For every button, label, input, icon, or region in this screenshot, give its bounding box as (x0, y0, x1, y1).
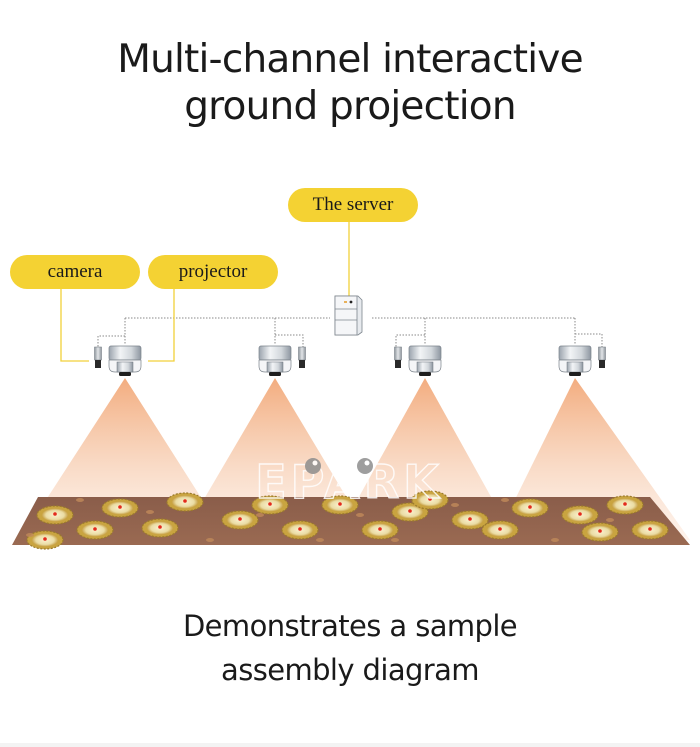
floor-target (166, 492, 204, 512)
floor-target (606, 495, 644, 515)
floor-target (561, 505, 599, 525)
camera-icon (598, 346, 606, 368)
projector-unit-1 (94, 345, 142, 376)
projector-icon (258, 345, 292, 376)
leader-lines (60, 220, 350, 362)
camera-label: camera (10, 255, 140, 289)
floor-target (141, 518, 179, 538)
floor-pebble (316, 538, 324, 542)
floor-target (581, 522, 619, 542)
caption-line-2: assembly diagram (221, 653, 480, 687)
projector-units (94, 345, 606, 376)
floor-pebble (501, 498, 509, 502)
floor-pebble (451, 503, 459, 507)
floor-target (511, 498, 549, 518)
floor-target (36, 505, 74, 525)
floor-target (361, 520, 399, 540)
projector-unit-2 (258, 345, 306, 376)
floor-pebble (256, 513, 264, 517)
server-label: The server (288, 188, 418, 222)
interactive-floor (12, 490, 690, 550)
floor-target (26, 530, 64, 550)
projector-unit-4 (558, 345, 606, 376)
floor-target (251, 495, 289, 515)
floor-target (221, 510, 259, 530)
floor-target (76, 520, 114, 540)
watermark-logo: EPARK (255, 454, 443, 509)
floor-pebble (606, 518, 614, 522)
page-title: Multi-channel interactive ground project… (0, 36, 700, 130)
floor-pebble (26, 533, 34, 537)
network-cabling (97, 317, 603, 347)
title-line-2: ground projection (184, 84, 516, 129)
floor-pebble (76, 498, 84, 502)
camera-icon (94, 346, 102, 368)
projector-label: projector (148, 255, 278, 289)
floor-pebble (391, 538, 399, 542)
caption: Demonstrates a sample assembly diagram (0, 604, 700, 692)
floor-target (411, 490, 449, 510)
projector-icon (408, 345, 442, 376)
camera-icon (298, 346, 306, 368)
floor-target (631, 520, 669, 540)
floor-pebble (206, 538, 214, 542)
floor-target (481, 520, 519, 540)
watermark-text: EPARK (255, 455, 443, 509)
title-line-1: Multi-channel interactive (117, 37, 583, 82)
caption-line-1: Demonstrates a sample (182, 609, 518, 643)
projector-icon (108, 345, 142, 376)
floor-pebble (551, 538, 559, 542)
floor-target (101, 498, 139, 518)
footer-strip (0, 743, 700, 747)
floor-target (451, 510, 489, 530)
floor-target (321, 495, 359, 515)
floor-pebble (356, 513, 364, 517)
floor-pebble (146, 510, 154, 514)
floor-target (281, 520, 319, 540)
projector-icon (558, 345, 592, 376)
server-icon (334, 295, 363, 336)
projector-unit-3 (394, 345, 442, 376)
camera-icon (394, 346, 402, 368)
